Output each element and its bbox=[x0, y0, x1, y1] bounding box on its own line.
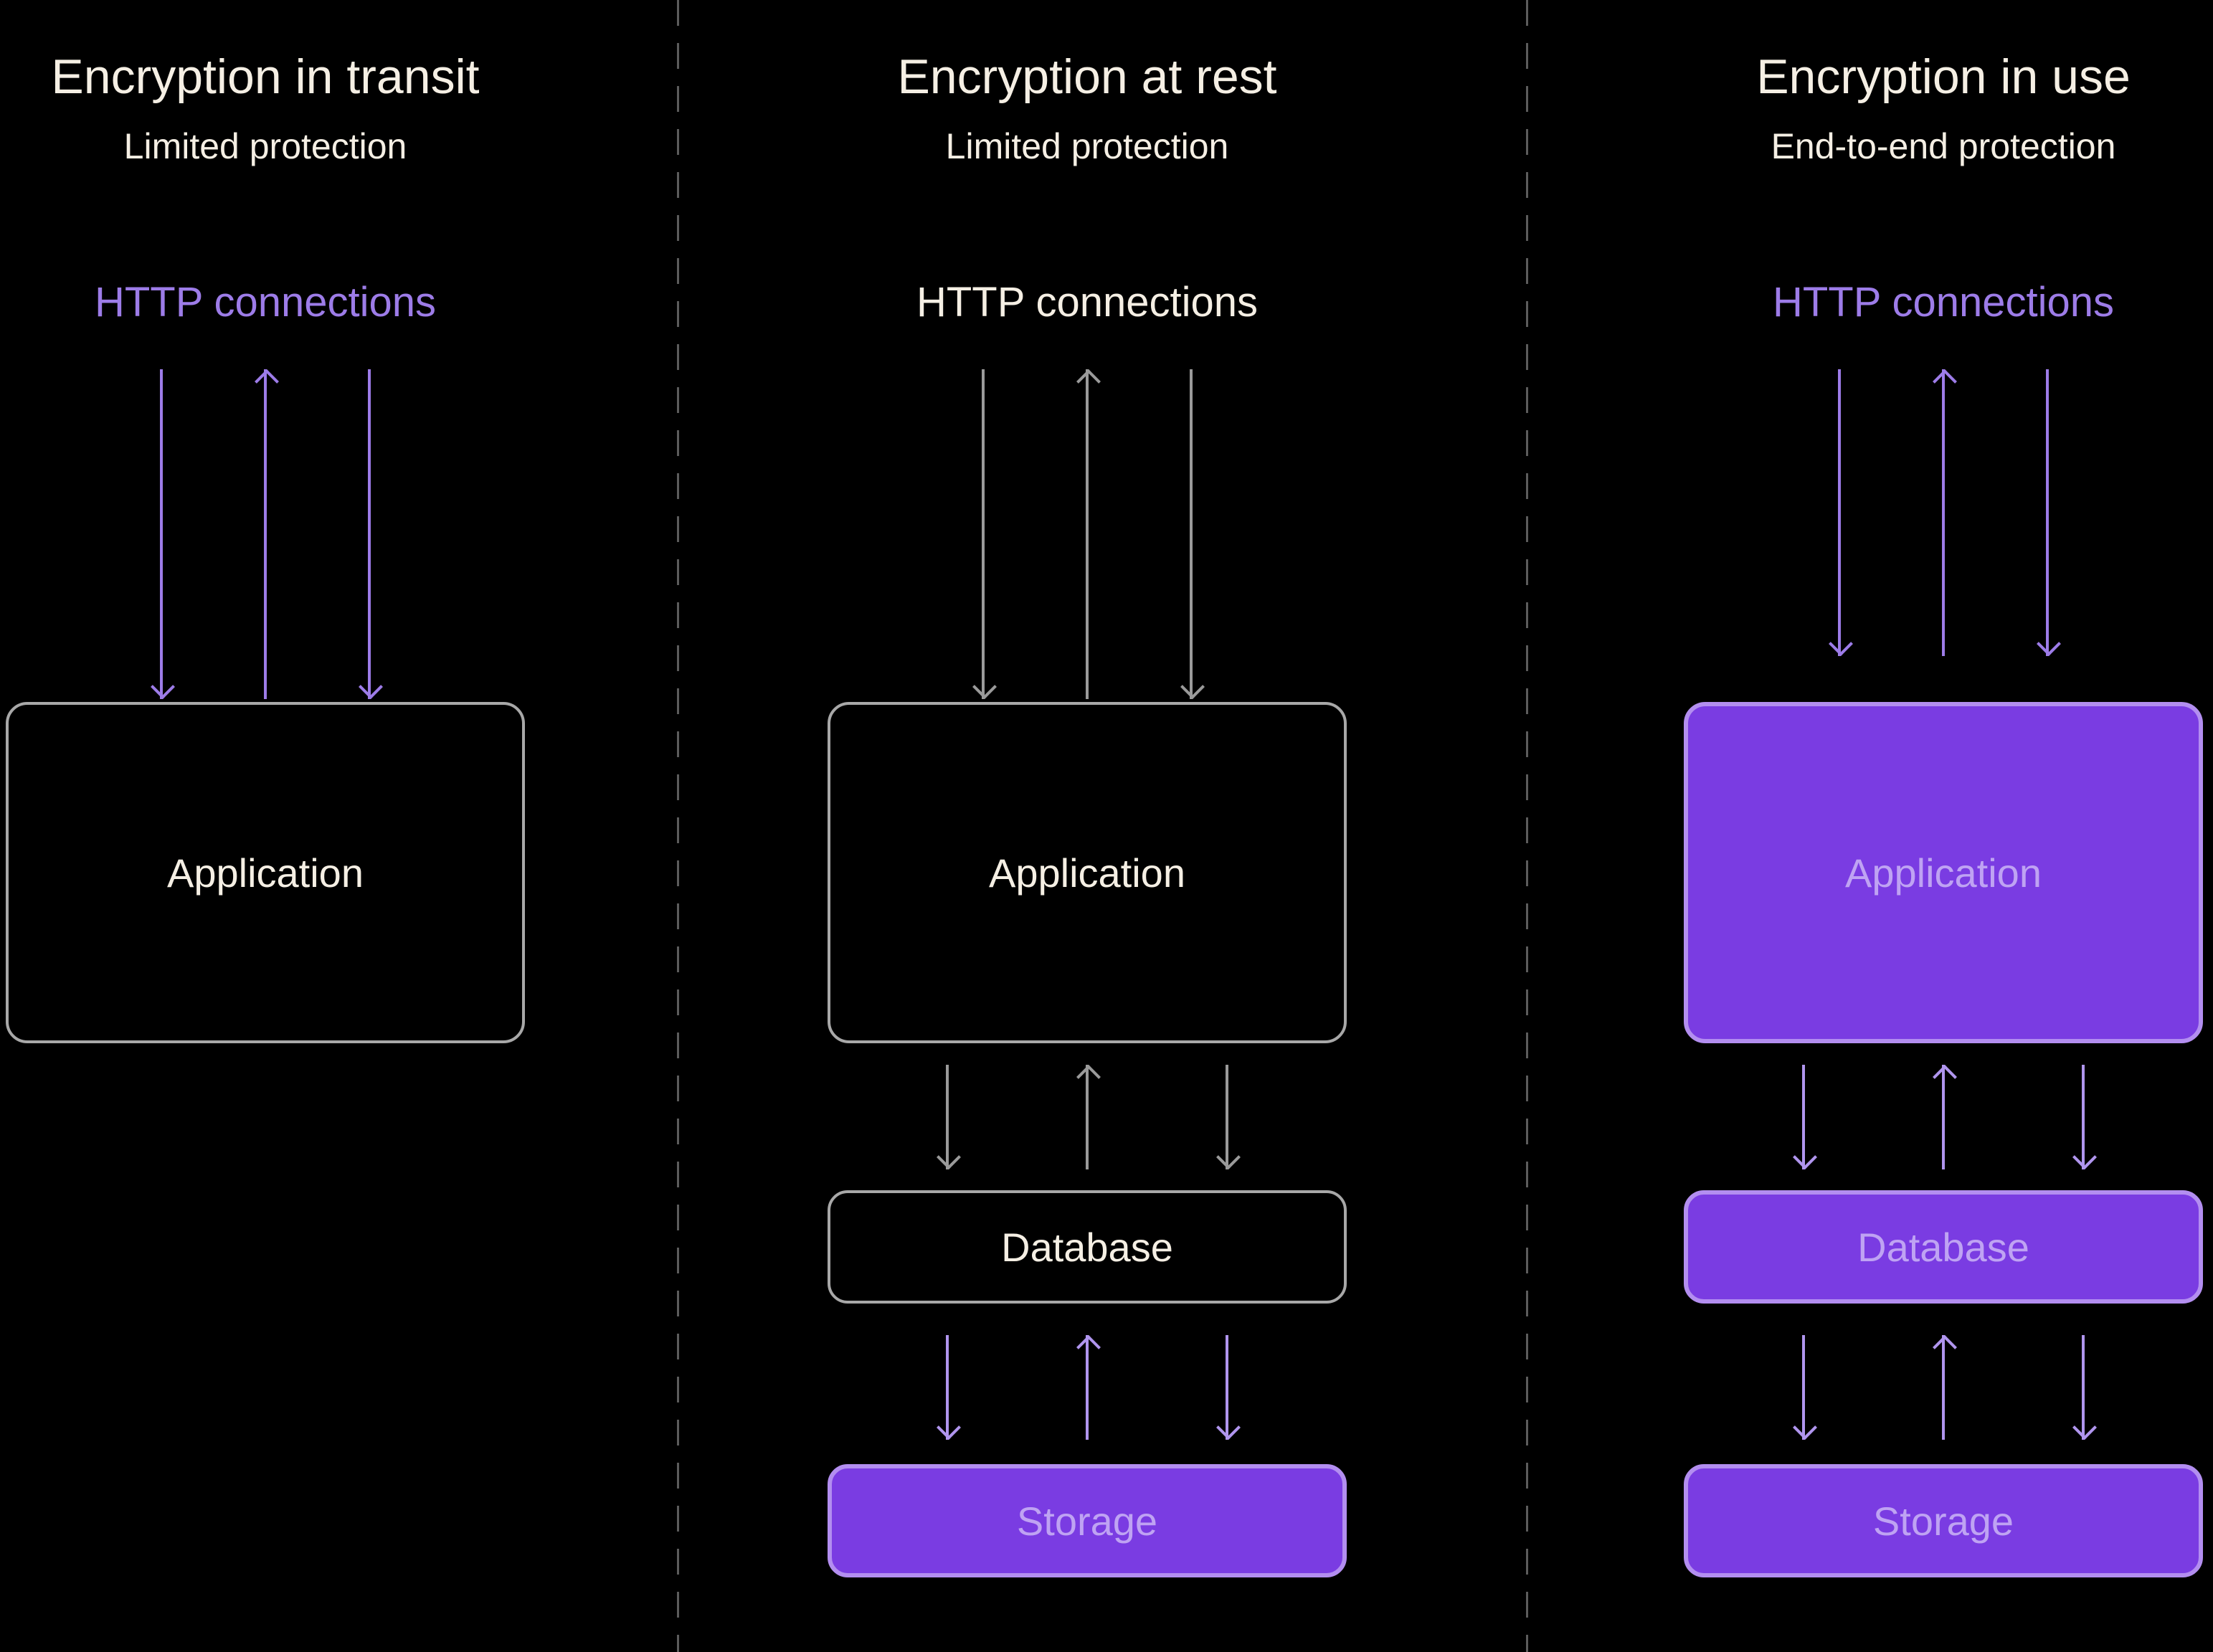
application-node-label: Application bbox=[1845, 850, 2042, 896]
arrow-up-icon bbox=[1942, 1065, 1945, 1169]
application-node-label: Application bbox=[167, 850, 364, 896]
column-subtitle: Limited protection bbox=[945, 126, 1229, 166]
arrow-up-icon bbox=[1942, 1335, 1945, 1440]
arrow-up-icon bbox=[1942, 369, 1945, 656]
column-title: Encryption at rest bbox=[897, 49, 1277, 104]
arrow-down-icon bbox=[946, 1335, 949, 1440]
arrow-down-icon bbox=[2082, 1335, 2085, 1440]
arrow-group-database-storage bbox=[828, 1335, 1347, 1440]
column-encryption-in-use: Encryption in use End-to-end protection … bbox=[1684, 0, 2203, 1652]
arrow-up-icon bbox=[1086, 1065, 1089, 1169]
arrow-up-icon bbox=[1086, 1335, 1089, 1440]
application-node: Application bbox=[6, 702, 525, 1043]
application-node: Application bbox=[1684, 702, 2203, 1043]
arrow-group-connections-application bbox=[6, 369, 525, 699]
arrow-group-connections-application bbox=[828, 369, 1347, 699]
arrow-down-icon bbox=[1838, 369, 1841, 656]
arrow-group-connections-application bbox=[1684, 369, 2203, 656]
column-divider bbox=[1526, 0, 1528, 1652]
application-node: Application bbox=[828, 702, 1347, 1043]
database-node-label: Database bbox=[1001, 1224, 1173, 1270]
column-divider bbox=[677, 0, 679, 1652]
arrow-up-icon bbox=[264, 369, 267, 699]
arrow-down-icon bbox=[982, 369, 985, 699]
arrow-down-icon bbox=[160, 369, 163, 699]
arrow-down-icon bbox=[1802, 1065, 1805, 1169]
http-connections-label: HTTP connections bbox=[94, 279, 437, 326]
storage-node: Storage bbox=[1684, 1464, 2203, 1577]
storage-node-label: Storage bbox=[1872, 1498, 2014, 1544]
arrow-down-icon bbox=[2046, 369, 2049, 656]
database-node-label: Database bbox=[1857, 1224, 2029, 1270]
column-encryption-at-rest: Encryption at rest Limited protection HT… bbox=[828, 0, 1347, 1652]
database-node: Database bbox=[1684, 1190, 2203, 1304]
storage-node-label: Storage bbox=[1016, 1498, 1158, 1544]
arrow-down-icon bbox=[1226, 1335, 1228, 1440]
column-subtitle: Limited protection bbox=[123, 126, 407, 166]
column-encryption-in-transit: Encryption in transit Limited protection… bbox=[6, 0, 525, 1652]
arrow-down-icon bbox=[1802, 1335, 1805, 1440]
arrow-down-icon bbox=[1190, 369, 1193, 699]
column-title: Encryption in transit bbox=[51, 49, 480, 104]
application-node-label: Application bbox=[989, 850, 1185, 896]
http-connections-label: HTTP connections bbox=[916, 279, 1259, 326]
arrow-down-icon bbox=[946, 1065, 949, 1169]
arrow-group-application-database bbox=[828, 1065, 1347, 1169]
database-node: Database bbox=[828, 1190, 1347, 1304]
http-connections-label: HTTP connections bbox=[1772, 279, 2115, 326]
arrow-up-icon bbox=[1086, 369, 1089, 699]
arrow-down-icon bbox=[1226, 1065, 1228, 1169]
arrow-down-icon bbox=[368, 369, 371, 699]
column-subtitle: End-to-end protection bbox=[1771, 126, 2116, 166]
arrow-group-database-storage bbox=[1684, 1335, 2203, 1440]
arrow-group-application-database bbox=[1684, 1065, 2203, 1169]
column-title: Encryption in use bbox=[1756, 49, 2131, 104]
storage-node: Storage bbox=[828, 1464, 1347, 1577]
arrow-down-icon bbox=[2082, 1065, 2085, 1169]
